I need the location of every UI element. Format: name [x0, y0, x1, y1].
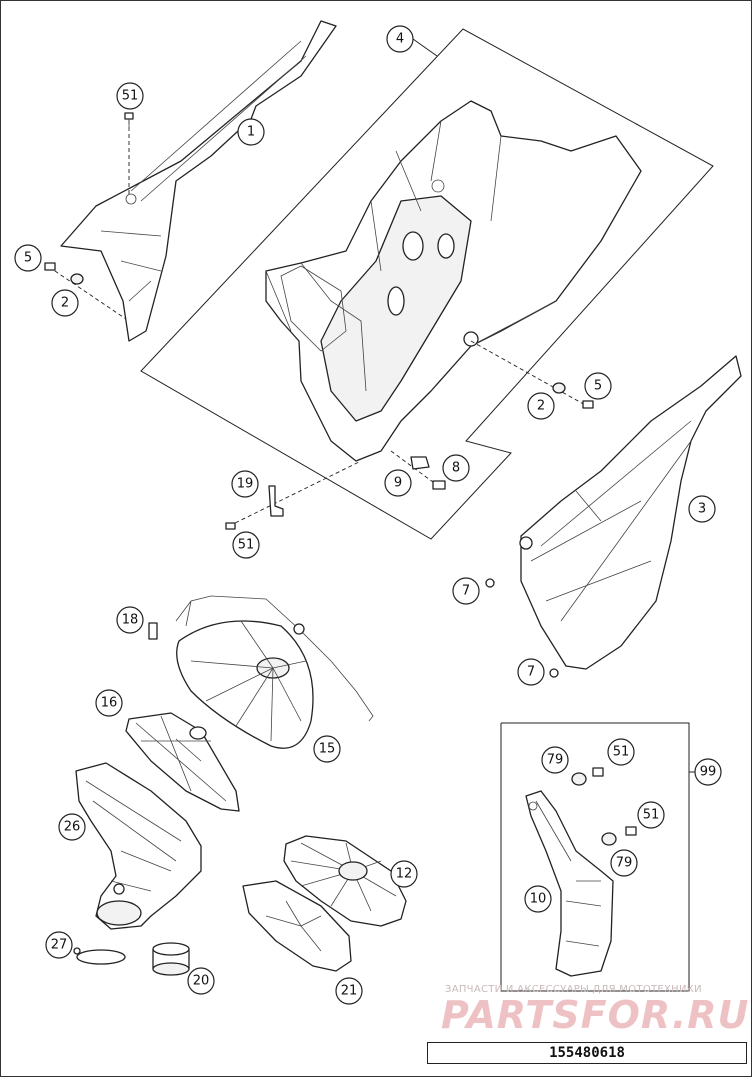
callout-27: 27 [45, 931, 73, 959]
washer-2b-icon [552, 382, 566, 394]
washer-2a-icon [70, 273, 84, 285]
callout-10: 10 [524, 885, 552, 913]
leader-5a-2a [48, 266, 127, 320]
callout-27-label: 27 [51, 938, 68, 953]
callout-12-label: 12 [396, 867, 413, 882]
part-4-airbox [265, 100, 642, 462]
kit-screw-51d-icon [625, 826, 637, 836]
screw-8-icon [432, 480, 446, 490]
callout-51d-label: 51 [643, 808, 660, 823]
leader-5b-2b [470, 340, 588, 407]
frame-kit-99 [500, 722, 690, 992]
callout-10-label: 10 [530, 892, 547, 907]
part-12-air-filter [283, 835, 407, 927]
callout-7b-label: 7 [527, 665, 535, 680]
callout-16: 16 [95, 689, 123, 717]
callout-26: 26 [58, 813, 86, 841]
callout-20-label: 20 [193, 974, 210, 989]
callout-2b-label: 2 [537, 399, 545, 414]
callout-15: 15 [313, 735, 341, 763]
part-21-filter-element [242, 880, 352, 972]
callout-5b-label: 5 [594, 379, 602, 394]
callout-1: 1 [237, 118, 265, 146]
callout-79a: 79 [541, 746, 569, 774]
callout-51a: 51 [116, 82, 144, 110]
callout-3-label: 3 [698, 502, 706, 517]
callout-8-label: 8 [452, 461, 460, 476]
frame-part-4 [140, 28, 714, 540]
callout-51c-label: 51 [613, 745, 630, 760]
screw-7b-icon [549, 668, 559, 678]
watermark-subtitle: ЗАПЧАСТИ И АКСЕССУАРЫ ДЛЯ МОТОТЕХНИКИ [445, 984, 702, 995]
callout-1-label: 1 [247, 125, 255, 140]
callout-26-label: 26 [64, 820, 81, 835]
callout-79b: 79 [610, 849, 638, 877]
callout-2a-label: 2 [61, 296, 69, 311]
callout-21: 21 [335, 977, 363, 1005]
callout-7a: 7 [452, 577, 480, 605]
callout-7b: 7 [517, 658, 545, 686]
callout-16-label: 16 [101, 696, 118, 711]
kit-washer-79b-icon [601, 832, 617, 846]
screw-5a-icon [44, 262, 56, 271]
callout-18-label: 18 [122, 613, 139, 628]
leader-line-4 [412, 38, 438, 57]
callout-19-label: 19 [237, 477, 254, 492]
screw-7a-icon [485, 578, 495, 588]
screw-51a-icon [124, 112, 134, 131]
callout-2b: 2 [527, 392, 555, 420]
callout-3: 3 [688, 495, 716, 523]
callout-15-label: 15 [319, 742, 336, 757]
part-3-side-cover [519, 355, 742, 670]
callout-7a-label: 7 [462, 584, 470, 599]
callout-51a-label: 51 [122, 89, 139, 104]
callout-51b-label: 51 [238, 538, 255, 553]
callout-4: 4 [386, 25, 414, 53]
watermark-brand: PARTSFOR.RU [441, 993, 750, 1037]
callout-19: 19 [231, 470, 259, 498]
callout-9: 9 [384, 469, 412, 497]
callout-5a: 5 [14, 244, 42, 272]
callout-79a-label: 79 [547, 753, 564, 768]
bracket-19-icon [268, 485, 284, 517]
clip-9-icon [410, 456, 430, 470]
callout-12: 12 [390, 860, 418, 888]
callout-8: 8 [442, 454, 470, 482]
callout-20: 20 [187, 967, 215, 995]
callout-51d: 51 [637, 801, 665, 829]
callout-9-label: 9 [394, 476, 402, 491]
callout-5a-label: 5 [24, 251, 32, 266]
callout-79b-label: 79 [616, 856, 633, 871]
document-number: 155480618 [427, 1042, 747, 1064]
callout-21-label: 21 [341, 984, 358, 999]
callout-99: 99 [694, 758, 722, 786]
callout-4-label: 4 [396, 32, 404, 47]
callout-51c: 51 [607, 738, 635, 766]
callout-2a: 2 [51, 289, 79, 317]
part-27-clamp [73, 947, 126, 965]
screw-51b-icon [225, 522, 236, 530]
callout-99-label: 99 [700, 765, 717, 780]
part-26-air-duct [75, 762, 202, 930]
part-10-cover-plug [525, 790, 614, 977]
screw-5b-icon [582, 400, 594, 409]
kit-screw-51c-icon [592, 767, 604, 777]
part-15-filter-cage [175, 595, 374, 749]
part-20-sleeve [152, 942, 190, 976]
callout-5b: 5 [584, 372, 612, 400]
pin-18-icon [148, 622, 158, 640]
callout-18: 18 [116, 606, 144, 634]
leader-19-51b [228, 460, 362, 527]
kit-washer-79a-icon [571, 772, 587, 786]
callout-51b: 51 [232, 531, 260, 559]
part-16-filter-holder [125, 712, 240, 812]
